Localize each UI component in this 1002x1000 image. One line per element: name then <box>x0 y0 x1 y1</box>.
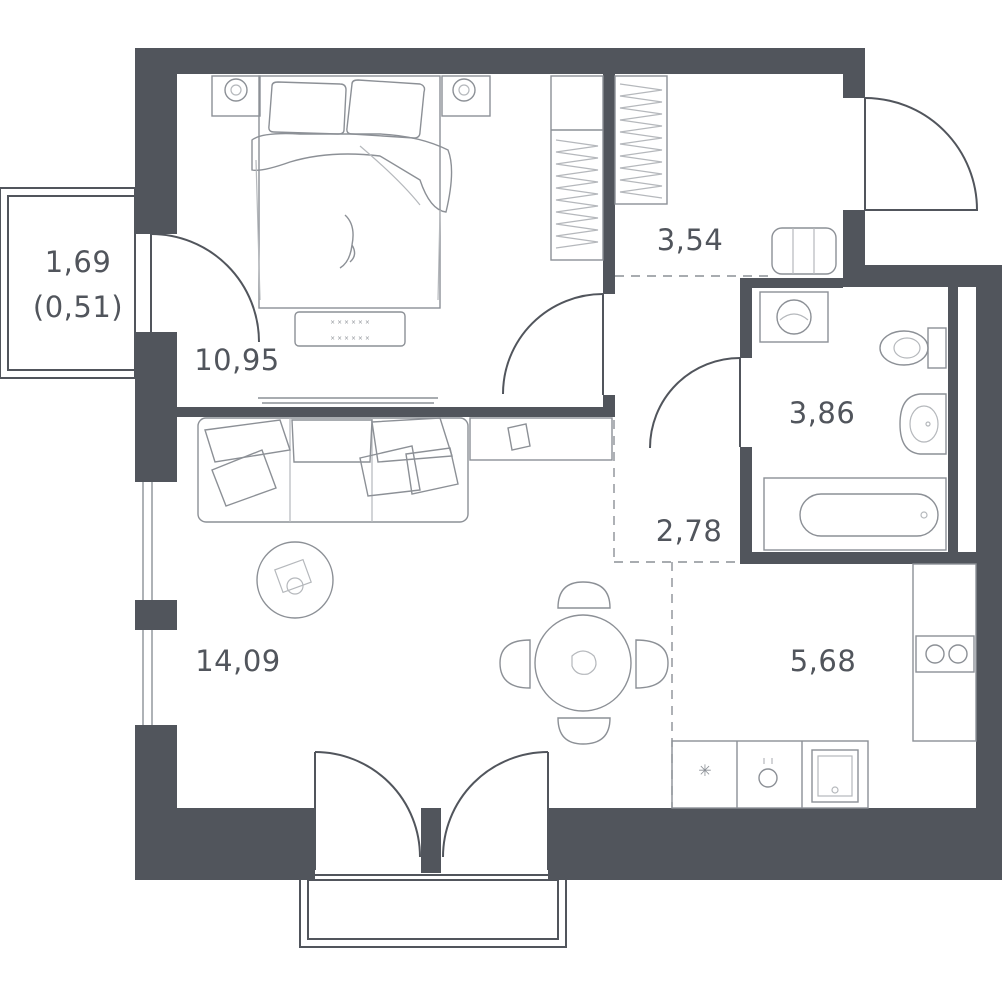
star-cabinet-icon: ✳ <box>698 761 711 780</box>
loggia: 1,69 (0,51) <box>0 187 136 379</box>
chair-icon <box>499 581 669 745</box>
svg-text:× × × × × ×: × × × × × × <box>330 335 370 342</box>
cat-icon <box>339 214 356 269</box>
balcony-door <box>299 751 567 948</box>
shoe-bench-icon <box>771 227 837 275</box>
wardrobe-icon <box>550 75 604 261</box>
area-label-kitchen: 5,68 <box>790 644 857 678</box>
living: 14,09 <box>142 417 673 948</box>
entrance-door <box>864 97 978 211</box>
area-label-living: 14,09 <box>195 644 281 678</box>
hall-wardrobe-icon <box>614 75 668 205</box>
svg-text:× × × × × ×: × × × × × × <box>330 319 370 326</box>
sofa-icon <box>197 417 613 523</box>
bathroom: 3,86 <box>649 291 947 551</box>
bathtub-icon <box>763 477 947 551</box>
toilet-icon <box>879 327 947 369</box>
bathroom-door <box>649 357 741 449</box>
living-window <box>142 482 153 725</box>
dining-table-icon <box>534 614 632 712</box>
corridor: 2,78 <box>613 420 740 563</box>
loggia-door <box>150 233 260 343</box>
double-bed-icon <box>251 75 453 309</box>
nightstand-lamp-icon <box>211 75 491 117</box>
pillow-icon <box>204 417 459 507</box>
area-label-loggia-sub: (0,51) <box>33 290 123 324</box>
dishwasher-icon <box>758 758 778 788</box>
coffee-table-icon <box>256 541 334 619</box>
area-label-hall: 3,54 <box>657 223 724 257</box>
book-icon <box>507 423 531 451</box>
kitchen-sink-icon <box>811 749 859 803</box>
bedroom-door <box>502 293 604 395</box>
washing-machine-icon <box>759 291 829 343</box>
bedroom: × × × × × × × × × × × × 10,95 <box>194 75 604 404</box>
exterior-walls <box>135 48 1002 880</box>
kitchen: ✳ 5,68 <box>671 563 977 809</box>
sink-icon <box>899 393 947 455</box>
area-label-corridor: 2,78 <box>656 514 723 548</box>
interior-walls <box>177 74 1002 564</box>
rug-icon: × × × × × × × × × × × × <box>294 311 406 347</box>
area-label-bedroom: 10,95 <box>194 343 280 377</box>
area-label-bathroom: 3,86 <box>789 396 856 430</box>
tv-icon <box>258 397 438 404</box>
area-label-loggia: 1,69 <box>45 245 112 279</box>
stove-icon <box>915 635 975 673</box>
hall: 3,54 <box>614 75 978 277</box>
svg-text:✳: ✳ <box>698 761 711 780</box>
